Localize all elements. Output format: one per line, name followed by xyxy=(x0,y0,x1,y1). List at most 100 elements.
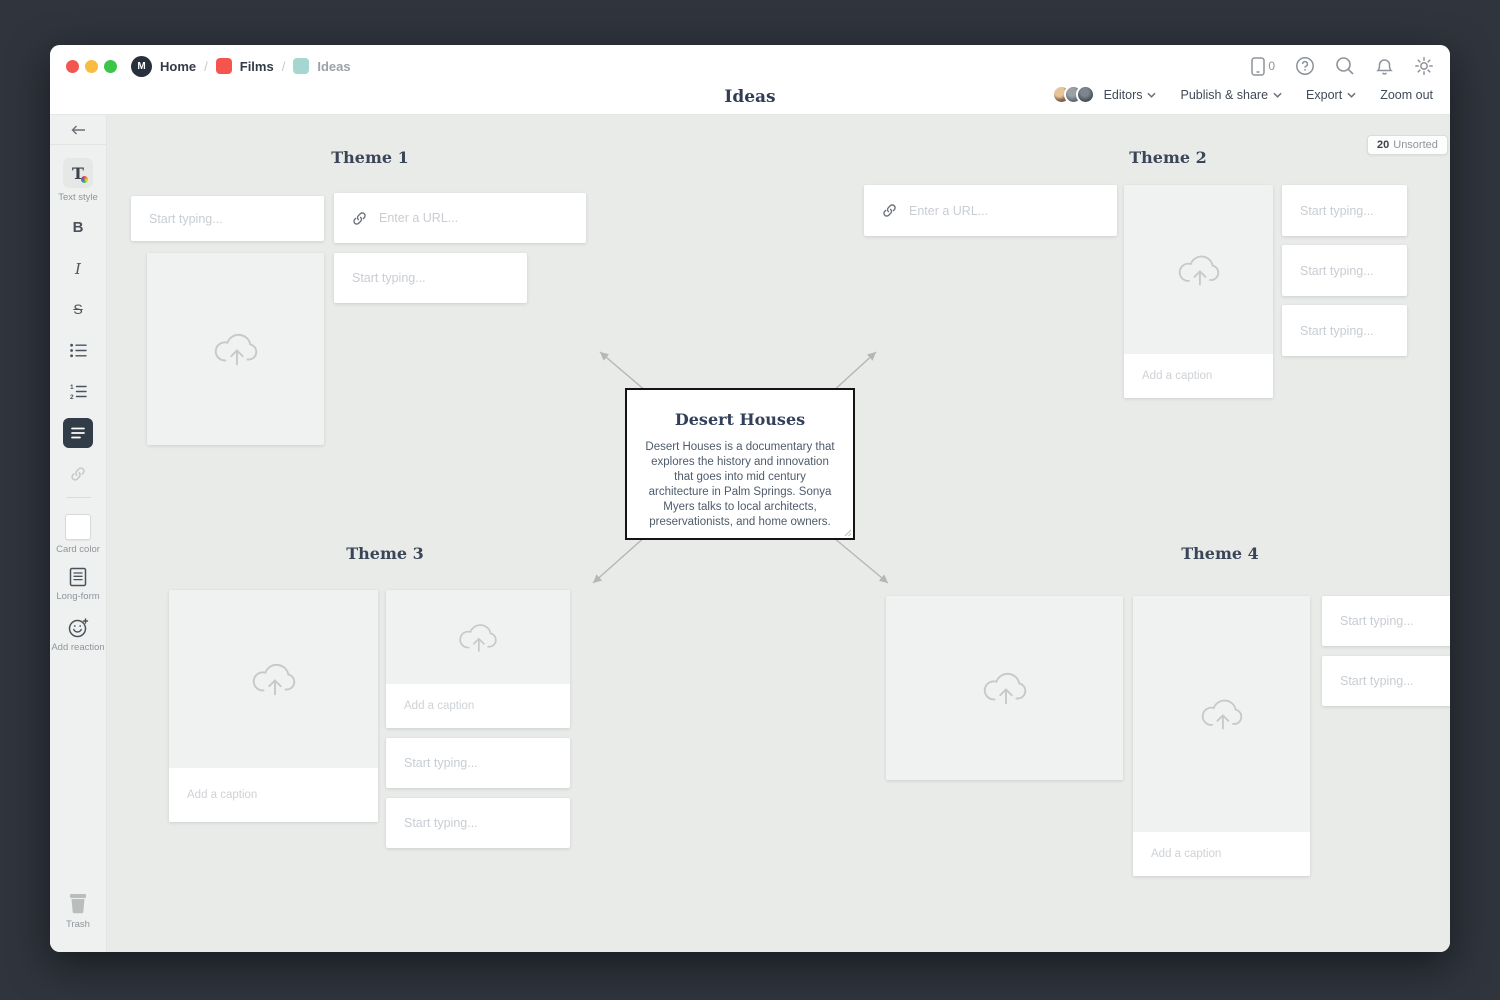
minimize-window-button[interactable] xyxy=(85,59,98,73)
cloud-upload-icon xyxy=(214,333,257,366)
search-button[interactable] xyxy=(1335,56,1355,76)
avatar xyxy=(1075,85,1095,104)
start-typing-placeholder: Start typing... xyxy=(149,211,223,226)
start-typing-placeholder: Start typing... xyxy=(1340,614,1414,628)
add-caption-placeholder: Add a caption xyxy=(1142,370,1213,382)
theme-1-heading[interactable]: Theme 1 xyxy=(331,148,409,167)
text-card[interactable]: Start typing... xyxy=(386,798,570,848)
breadcrumb-home[interactable]: Home xyxy=(160,58,197,74)
trash-button[interactable]: Trash xyxy=(50,891,106,930)
image-upload-card[interactable]: Add a caption xyxy=(169,590,378,822)
editor-avatars xyxy=(1051,85,1095,104)
add-reaction-smiley-icon xyxy=(68,618,88,638)
mobile-device-button[interactable]: 0 xyxy=(1251,56,1275,76)
card-color-button[interactable]: Card color xyxy=(50,514,106,555)
image-upload-card[interactable]: Add a caption xyxy=(1133,596,1310,876)
strikethrough-button[interactable]: S xyxy=(50,301,106,317)
breadcrumb-films[interactable]: Films xyxy=(239,58,274,74)
image-drop-area[interactable] xyxy=(886,596,1123,780)
image-upload-card[interactable]: Add a caption xyxy=(1124,185,1273,398)
text-card[interactable]: Start typing... xyxy=(1322,596,1450,646)
help-button[interactable] xyxy=(1295,56,1315,76)
maximize-window-button[interactable] xyxy=(104,59,117,73)
caption-field[interactable]: Add a caption xyxy=(386,684,570,728)
caption-field[interactable]: Add a caption xyxy=(169,768,378,822)
theme-3-heading[interactable]: Theme 3 xyxy=(346,544,424,563)
ideas-board-icon[interactable] xyxy=(293,58,310,74)
chevron-down-icon xyxy=(1147,92,1157,98)
text-card[interactable]: Start typing... xyxy=(386,738,570,788)
numbered-list-icon: 12 xyxy=(70,384,87,399)
long-form-label: Long-form xyxy=(56,591,100,602)
text-card[interactable]: Start typing... xyxy=(1282,245,1407,296)
enter-url-placeholder: Enter a URL... xyxy=(909,203,989,218)
link-icon xyxy=(353,211,366,225)
link-button[interactable] xyxy=(50,466,106,482)
breadcrumb-separator: / xyxy=(281,58,286,74)
image-drop-area[interactable] xyxy=(169,590,378,768)
image-upload-card[interactable]: Add a caption xyxy=(386,590,570,728)
back-arrow-icon xyxy=(71,125,85,134)
text-card[interactable]: Start typing... xyxy=(1322,656,1450,706)
image-drop-area[interactable] xyxy=(386,590,570,684)
text-style-button[interactable]: T Text style xyxy=(50,158,106,203)
add-reaction-button[interactable]: Add reaction xyxy=(50,618,106,653)
toolbar-divider xyxy=(66,497,91,498)
svg-text:2: 2 xyxy=(70,394,74,399)
enter-url-placeholder: Enter a URL... xyxy=(379,211,459,225)
strikethrough-icon: S xyxy=(73,301,83,317)
trash-label: Trash xyxy=(66,919,90,930)
close-window-button[interactable] xyxy=(66,59,79,73)
export-dropdown[interactable]: Export xyxy=(1306,88,1356,102)
unsorted-label: Unsorted xyxy=(1393,139,1438,151)
caption-field[interactable]: Add a caption xyxy=(1124,354,1273,398)
italic-button[interactable]: I xyxy=(50,260,106,278)
chevron-down-icon xyxy=(1273,92,1282,98)
link-card[interactable]: Enter a URL... xyxy=(864,185,1117,236)
add-reaction-label: Add reaction xyxy=(51,642,105,653)
svg-text:1: 1 xyxy=(70,384,74,391)
note-card-button[interactable] xyxy=(50,418,106,448)
editors-dropdown[interactable]: Editors xyxy=(1051,85,1157,104)
milanote-logo-icon[interactable]: M xyxy=(131,55,152,77)
bell-icon xyxy=(1376,59,1393,75)
image-upload-card[interactable] xyxy=(886,596,1123,780)
unsorted-badge[interactable]: 20 Unsorted xyxy=(1367,135,1448,155)
breadcrumb-ideas[interactable]: Ideas xyxy=(317,58,351,74)
theme-2-heading[interactable]: Theme 2 xyxy=(1129,148,1207,167)
image-drop-area[interactable] xyxy=(147,253,324,445)
notifications-button[interactable] xyxy=(1375,56,1394,76)
header: M Home / Films / Ideas 0 xyxy=(50,45,1450,115)
image-drop-area[interactable] xyxy=(1133,596,1310,832)
films-board-icon[interactable] xyxy=(215,58,232,74)
caption-field[interactable]: Add a caption xyxy=(1133,832,1310,876)
board-canvas[interactable]: 20 Unsorted Theme 1 Theme 2 Theme 3 Them… xyxy=(107,115,1450,952)
italic-icon: I xyxy=(75,260,81,278)
bullet-list-button[interactable] xyxy=(50,343,106,358)
link-card[interactable]: Enter a URL... xyxy=(334,193,586,243)
text-card[interactable]: Start typing... xyxy=(334,253,527,303)
image-upload-card[interactable] xyxy=(147,253,324,445)
cloud-upload-icon xyxy=(983,672,1026,705)
unsorted-count: 20 xyxy=(1377,139,1390,151)
collapse-toolbar-button[interactable] xyxy=(50,115,106,145)
text-card[interactable]: Start typing... xyxy=(131,196,324,241)
note-card-icon xyxy=(63,418,93,448)
add-caption-placeholder: Add a caption xyxy=(404,700,475,712)
desert-houses-card[interactable]: Desert Houses Desert Houses is a documen… xyxy=(625,388,855,540)
editors-label: Editors xyxy=(1103,87,1143,102)
chevron-down-icon xyxy=(1347,92,1356,98)
bold-button[interactable]: B xyxy=(50,219,106,236)
long-form-button[interactable]: Long-form xyxy=(50,567,106,602)
resize-handle[interactable] xyxy=(843,528,851,536)
image-drop-area[interactable] xyxy=(1124,185,1273,354)
text-card[interactable]: Start typing... xyxy=(1282,305,1407,356)
cloud-upload-icon xyxy=(459,623,497,652)
settings-button[interactable] xyxy=(1414,56,1434,76)
text-card[interactable]: Start typing... xyxy=(1282,185,1407,236)
publish-share-dropdown[interactable]: Publish & share xyxy=(1180,88,1282,102)
theme-4-heading[interactable]: Theme 4 xyxy=(1181,544,1259,563)
start-typing-placeholder: Start typing... xyxy=(352,271,426,285)
zoom-out-button[interactable]: Zoom out xyxy=(1380,88,1433,102)
